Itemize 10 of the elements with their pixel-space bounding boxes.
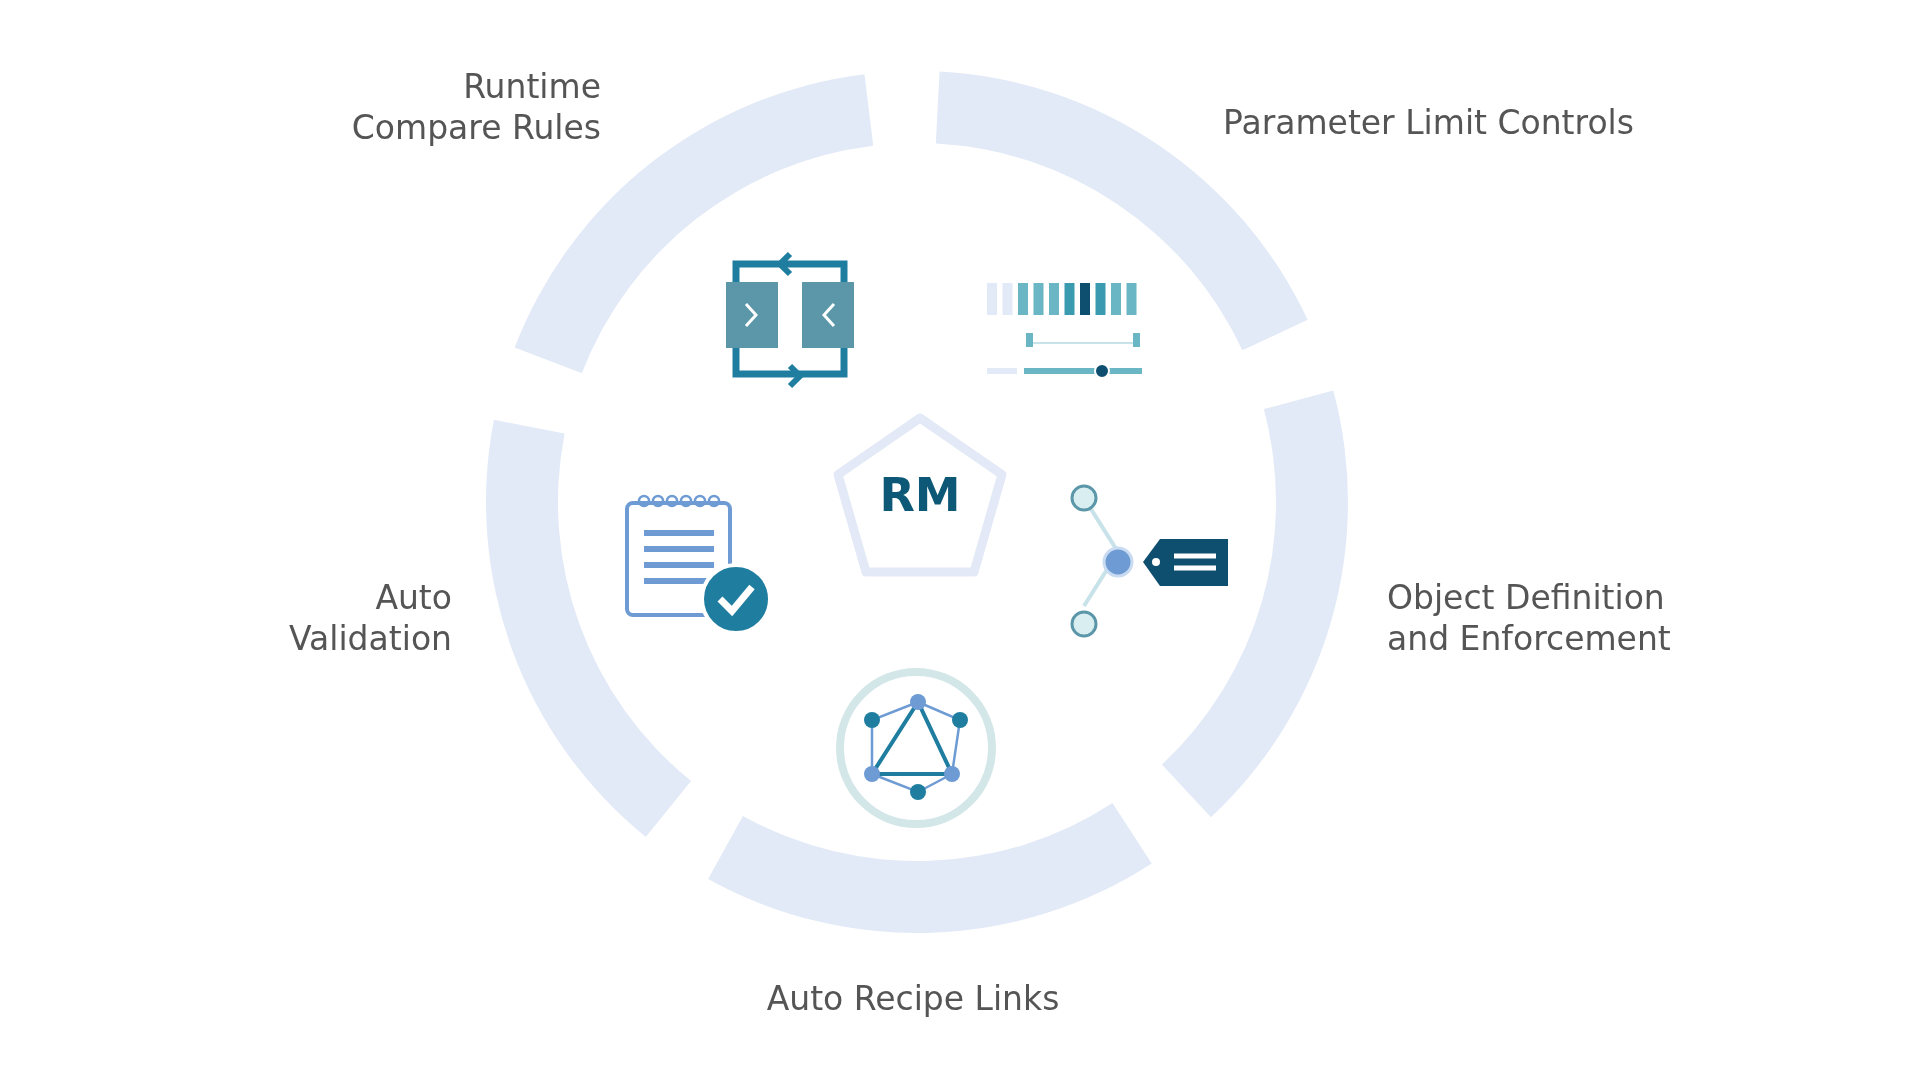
- ring-segment: [1161, 390, 1348, 818]
- feature-label: Parameter Limit Controls: [1223, 102, 1635, 143]
- center-label: RM: [879, 468, 961, 522]
- feature-label: Auto Recipe Links: [765, 978, 1061, 1019]
- feature-label: Auto Validation: [288, 577, 452, 659]
- feature-label: Runtime Compare Rules: [350, 66, 601, 148]
- ring-segment: [708, 803, 1152, 933]
- ring-segment: [486, 419, 692, 837]
- center-pentagon: [830, 410, 1010, 580]
- feature-label: Object Definition and Enforcement: [1387, 577, 1672, 659]
